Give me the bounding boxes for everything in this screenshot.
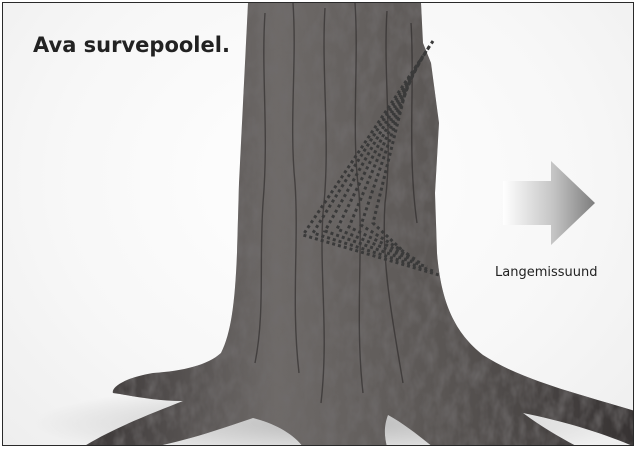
felling-direction-arrow (503, 161, 595, 245)
page-title: Ava survepoolel. (33, 33, 230, 57)
tree-scene (3, 3, 634, 446)
arrow-label: Langemissuund (495, 265, 598, 280)
